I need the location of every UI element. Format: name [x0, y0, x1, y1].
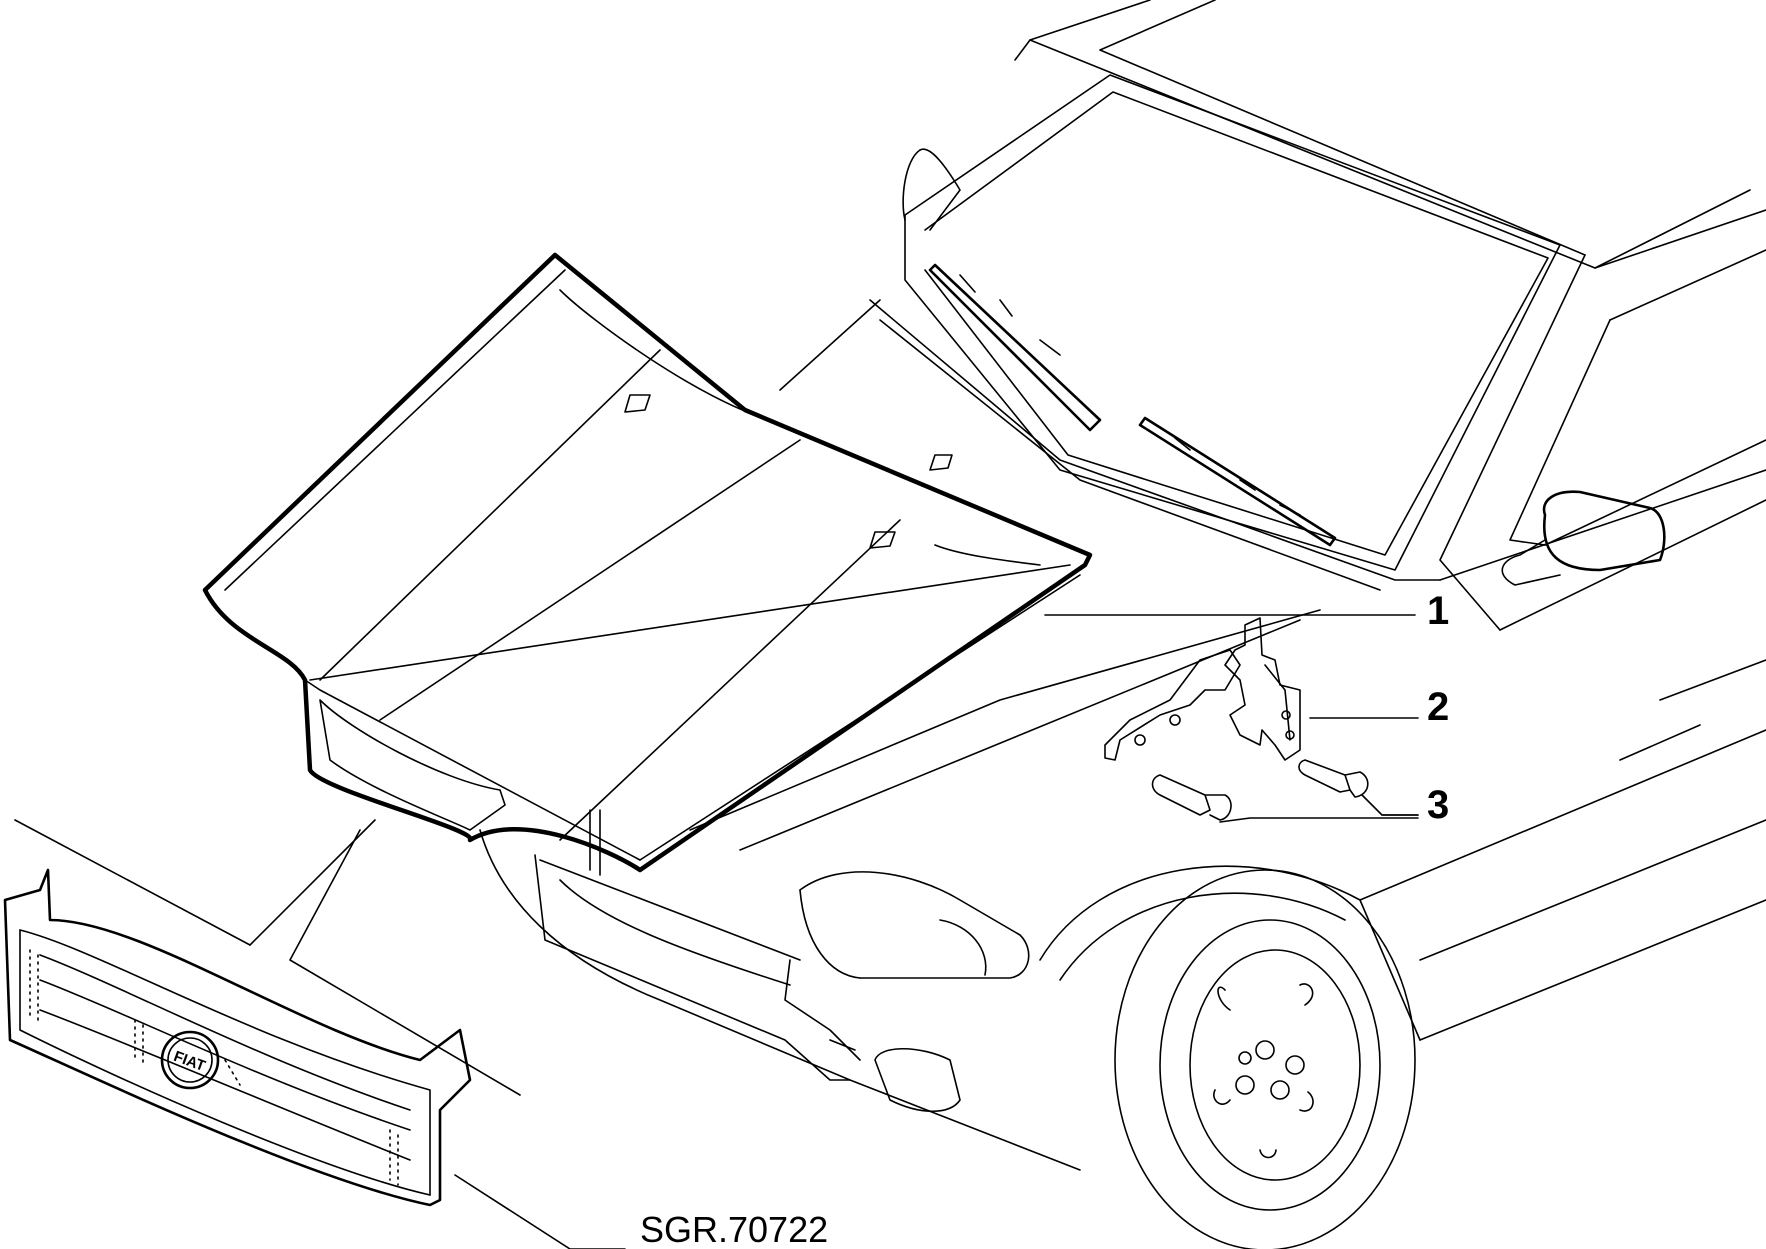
reference-code: SGR.70722: [640, 1209, 828, 1249]
bonnet-hood-part: [202, 252, 1093, 873]
front-grille-part: FIAT: [3, 868, 472, 1207]
logo-text: FIAT: [171, 1048, 207, 1075]
bolts-part: [1151, 759, 1369, 821]
callout-3-label: 3: [1427, 783, 1449, 827]
fiat-logo-icon: [160, 1030, 220, 1090]
callout-2-label: 2: [1427, 685, 1449, 729]
callout-1-label: 1: [1427, 589, 1449, 633]
leader-lines: [14, 614, 1419, 1249]
hinge-bracket-part: [1104, 617, 1301, 761]
